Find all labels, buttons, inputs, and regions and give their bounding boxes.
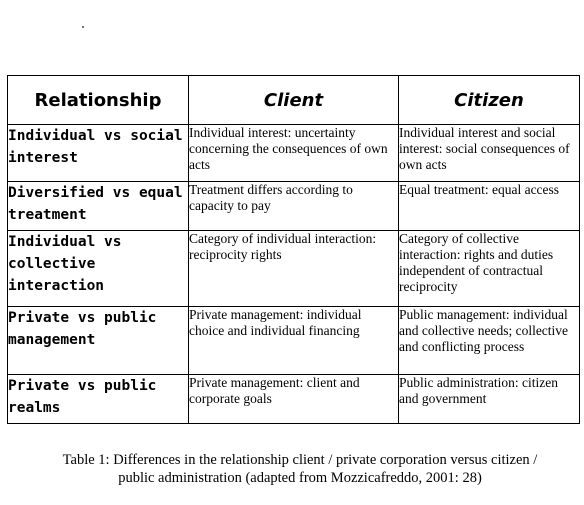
citizen-cell: Individual interest and social interest:…: [398, 124, 580, 182]
comparison-table: Relationship Client Citizen Individual v…: [7, 75, 580, 424]
caption-line-1: Table 1: Differences in the relationship…: [62, 452, 538, 468]
client-cell: Private management: individual choice an…: [188, 306, 399, 375]
client-cell: Treatment differs according to capacity …: [188, 181, 399, 231]
table-row: Individual vs collective interaction Cat…: [7, 230, 580, 307]
citizen-cell: Category of collective interaction: righ…: [398, 230, 580, 307]
citizen-cell: Equal treatment: equal access: [398, 181, 580, 231]
table-row: Individual vs social interest Individual…: [7, 124, 580, 182]
header-relationship: Relationship: [7, 75, 189, 125]
relationship-cell: Diversified vs equal treatment: [7, 181, 189, 231]
relationship-cell: Individual vs social interest: [7, 124, 189, 182]
relationship-cell: Private vs public management: [7, 306, 189, 375]
citizen-cell: Public administration: citizen and gover…: [398, 374, 580, 424]
header-citizen: Citizen: [398, 75, 580, 125]
client-cell: Individual interest: uncertainty concern…: [188, 124, 399, 182]
header-client: Client: [188, 75, 399, 125]
header-row: Relationship Client Citizen: [7, 75, 580, 125]
relationship-cell: Individual vs collective interaction: [7, 230, 189, 307]
client-cell: Category of individual interaction: reci…: [188, 230, 399, 307]
relationship-cell: Private vs public realms: [7, 374, 189, 424]
table-row: Private vs public realms Private managem…: [7, 374, 580, 424]
client-cell: Private management: client and corporate…: [188, 374, 399, 424]
caption-line-2: public administration (adapted from Mozz…: [118, 470, 482, 486]
table-row: Private vs public management Private man…: [7, 306, 580, 375]
table-row: Diversified vs equal treatment Treatment…: [7, 181, 580, 231]
stray-dot: [82, 26, 84, 28]
table-caption: Table 1: Differences in the relationship…: [20, 451, 580, 487]
citizen-cell: Public management: individual and collec…: [398, 306, 580, 375]
